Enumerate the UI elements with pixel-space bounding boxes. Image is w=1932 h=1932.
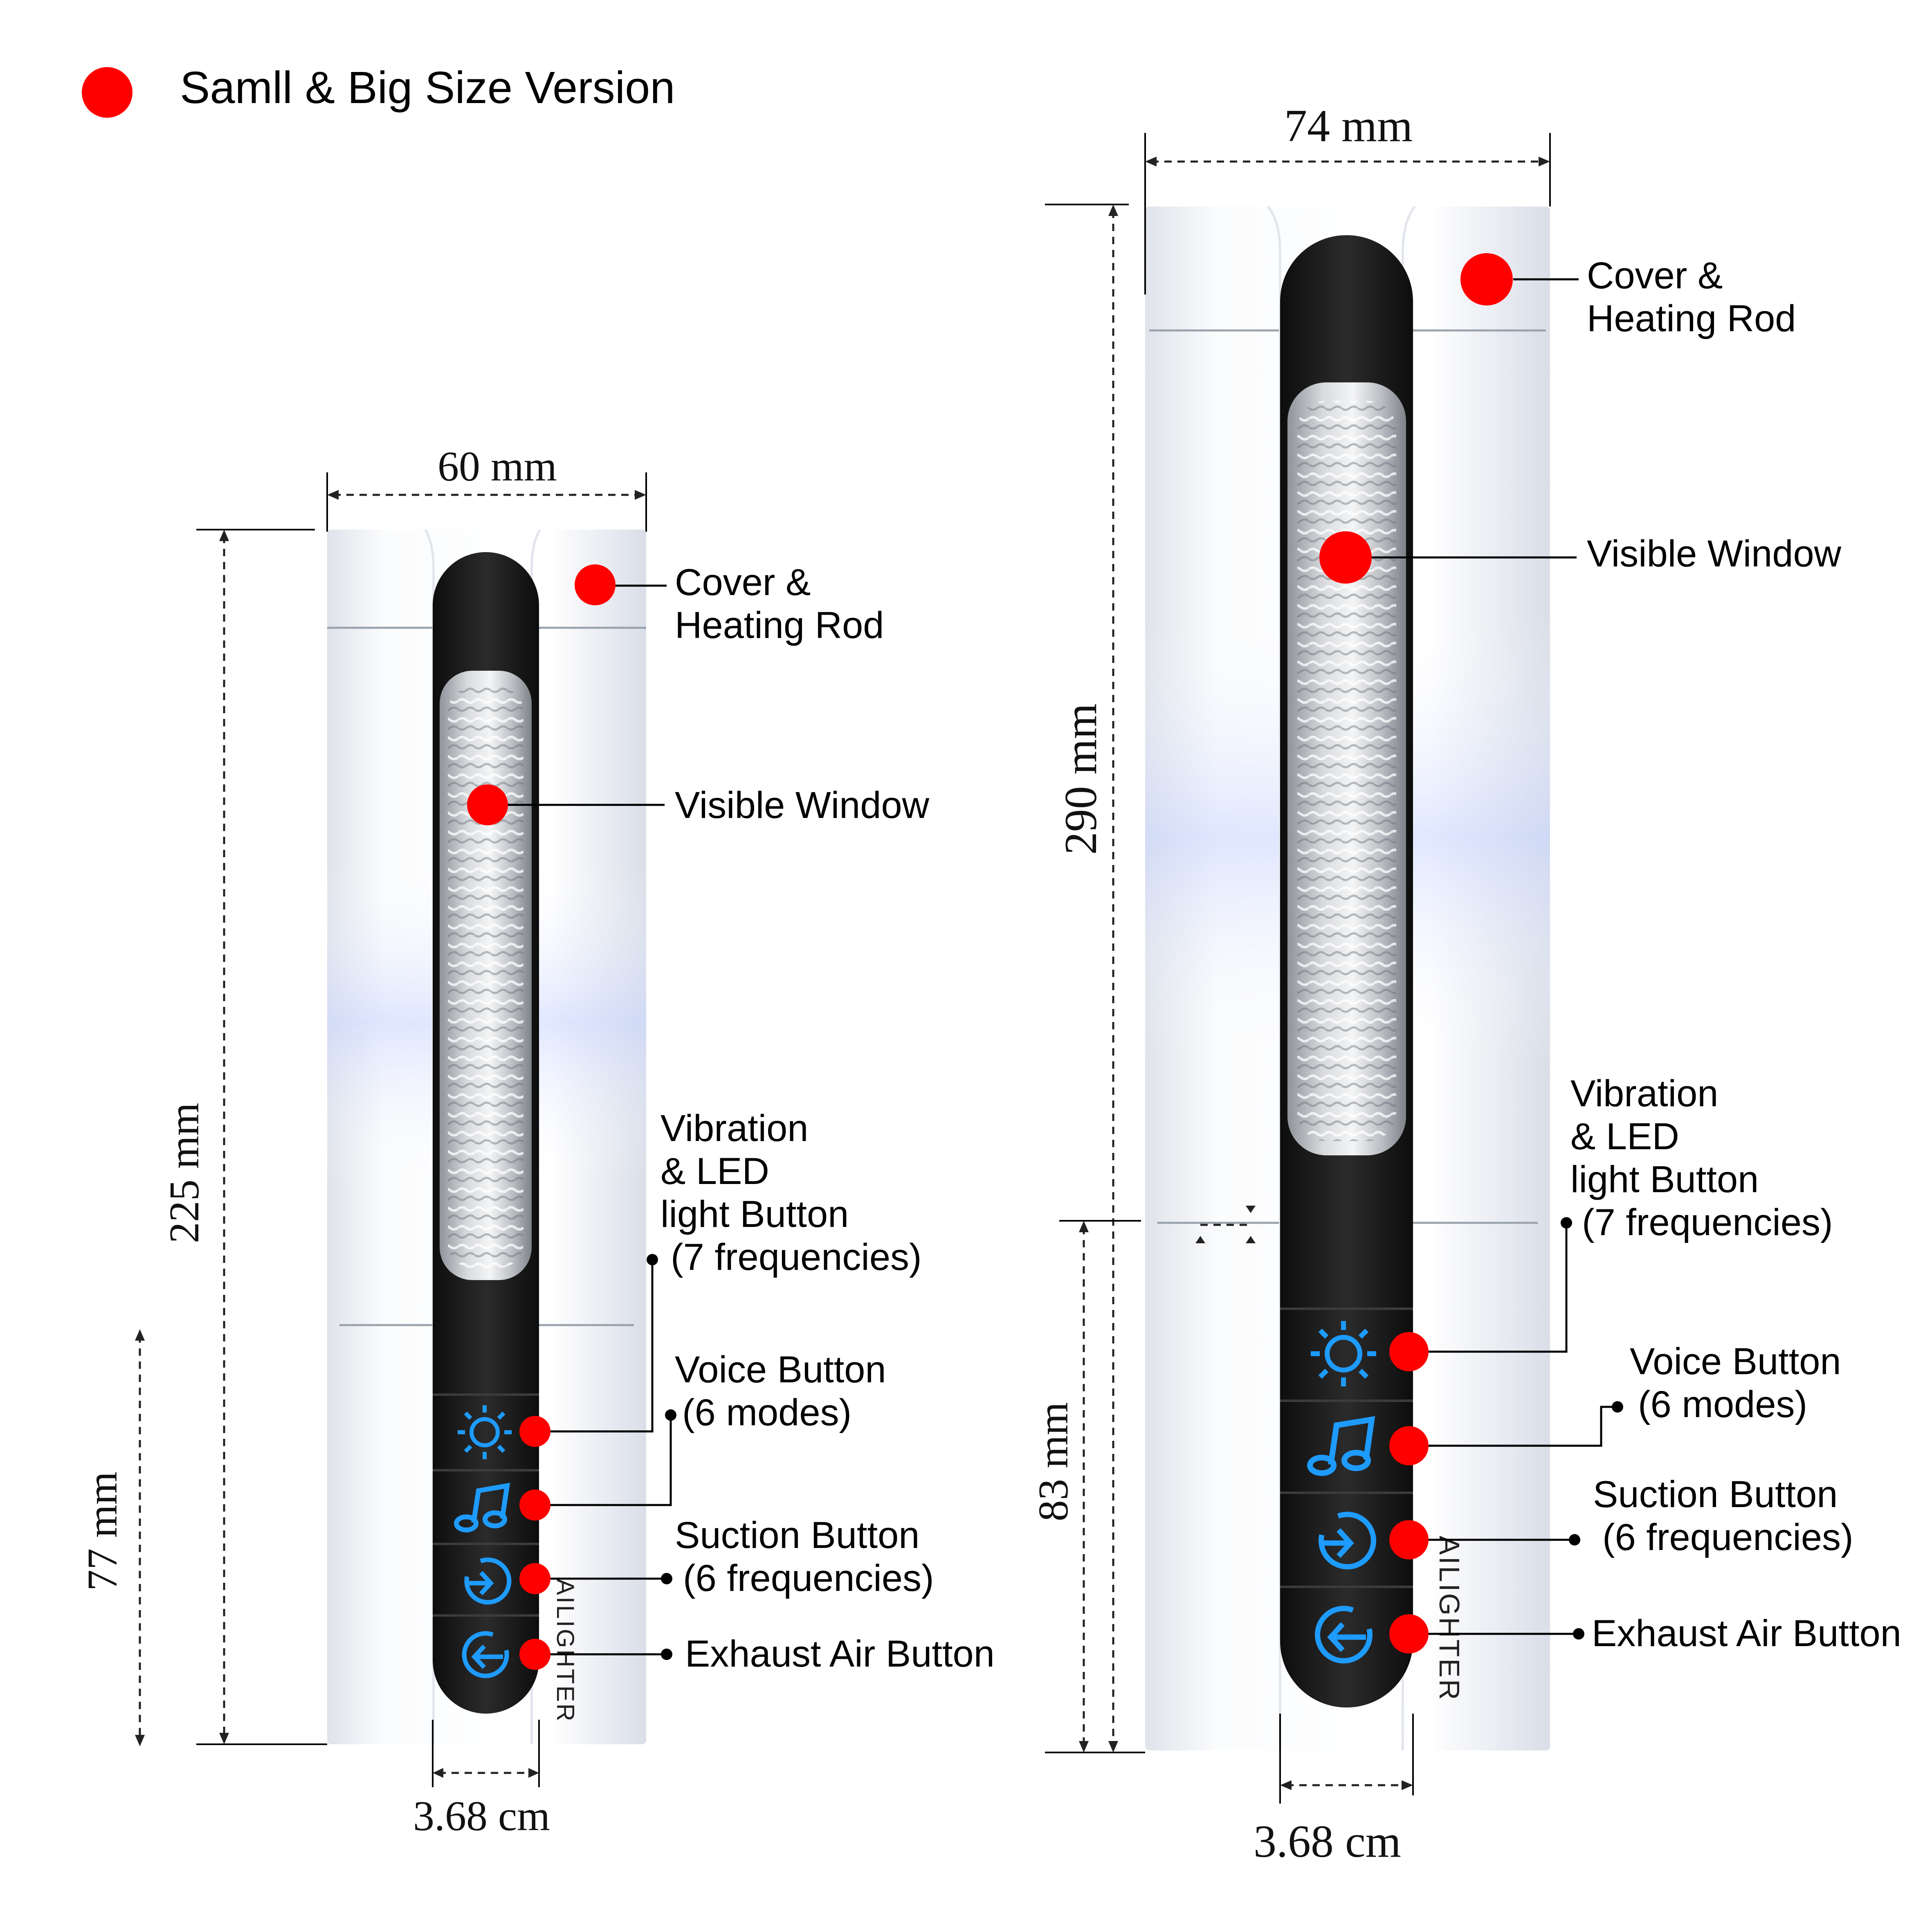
small-voice-label-2: (6 modes) (682, 1392, 851, 1433)
big-window-marker (1319, 531, 1372, 584)
small-cover-label-1: Cover & (675, 562, 811, 603)
small-vibration-label-4: (7 frequencies) (671, 1236, 922, 1278)
page-title: Samll & Big Size Version (180, 63, 675, 113)
big-exhaust-button[interactable] (1315, 1606, 1373, 1664)
legend-marker (82, 67, 133, 118)
big-width-dim: 74 mm (1284, 101, 1413, 151)
small-vibration-button[interactable] (458, 1405, 512, 1459)
small-window-marker (467, 784, 508, 825)
big-vibration-label-3: light Button (1570, 1159, 1759, 1200)
small-voice-button[interactable] (454, 1483, 510, 1532)
small-exhaust-button[interactable] (462, 1631, 509, 1678)
small-vibration-marker (519, 1416, 550, 1447)
small-exhaust-marker (519, 1639, 550, 1670)
exhaust-power-icon (1315, 1606, 1373, 1664)
sun-icon (1311, 1321, 1376, 1386)
big-vibration-label-2: & LED (1570, 1116, 1679, 1157)
legend-title: Samll & Big Size Version (82, 63, 675, 118)
small-visible-window (440, 671, 532, 1280)
big-cover-label-1: Cover & (1587, 255, 1723, 297)
exhaust-power-icon (462, 1631, 509, 1678)
small-base-width-dim: 3.68 cm (413, 1793, 550, 1840)
big-suction-marker (1389, 1520, 1429, 1559)
small-vibration-label-2: & LED (660, 1150, 769, 1192)
small-suction-label-1: Suction Button (675, 1514, 919, 1556)
suction-power-icon (1318, 1512, 1376, 1570)
small-brand: AILIGHTER (552, 1579, 579, 1723)
big-voice-label-2: (6 modes) (1638, 1384, 1807, 1425)
small-vibration-label-3: light Button (660, 1193, 849, 1235)
big-window-label: Visible Window (1587, 533, 1842, 575)
big-suction-label-2: (6 frequencies) (1602, 1516, 1853, 1558)
small-suction-button[interactable] (464, 1557, 512, 1605)
music-note-icon (454, 1483, 510, 1532)
small-device: AILIGHTER Cover & Heating Rod Visible Wi… (79, 443, 995, 1840)
big-suction-button[interactable] (1318, 1512, 1376, 1570)
big-device: AILIGHTER Cover & Heating Rod Visible Wi… (1030, 101, 1901, 1867)
big-voice-label-1: Voice Button (1630, 1341, 1841, 1382)
music-note-icon (1307, 1416, 1375, 1476)
big-vibration-label-4: (7 frequencies) (1582, 1202, 1833, 1243)
big-height-dim: 290 mm (1056, 703, 1106, 855)
big-cover-marker (1460, 253, 1513, 306)
small-cover-label-2: Heating Rod (675, 604, 884, 646)
small-exhaust-label: Exhaust Air Button (685, 1633, 995, 1675)
small-suction-label-2: (6 frequencies) (683, 1557, 934, 1599)
big-exhaust-label: Exhaust Air Button (1592, 1613, 1901, 1654)
suction-power-icon (464, 1557, 512, 1605)
small-vibration-label-1: Vibration (660, 1108, 808, 1149)
big-visible-window (1287, 382, 1406, 1155)
big-vibration-label-1: Vibration (1570, 1073, 1718, 1114)
big-base-width-dim: 3.68 cm (1254, 1816, 1401, 1867)
small-suction-marker (519, 1563, 550, 1594)
big-vibration-button[interactable] (1311, 1321, 1376, 1386)
small-voice-label-1: Voice Button (675, 1349, 886, 1391)
big-vibration-marker (1389, 1332, 1429, 1371)
big-brand: AILIGHTER (1433, 1536, 1465, 1702)
sun-icon (458, 1405, 512, 1459)
big-voice-marker (1389, 1426, 1429, 1465)
small-height-dim: 225 mm (161, 1103, 208, 1243)
small-width-dim: 60 mm (438, 443, 557, 490)
small-voice-marker (519, 1489, 550, 1521)
small-lower-height-dim: 77 mm (79, 1471, 126, 1591)
big-suction-label-1: Suction Button (1593, 1474, 1838, 1515)
big-exhaust-marker (1389, 1614, 1429, 1653)
big-cover-label-2: Heating Rod (1587, 298, 1796, 339)
big-voice-button[interactable] (1307, 1416, 1375, 1476)
big-lower-height-dim: 83 mm (1030, 1402, 1077, 1521)
small-window-label: Visible Window (675, 784, 930, 826)
small-cover-marker (575, 564, 616, 605)
